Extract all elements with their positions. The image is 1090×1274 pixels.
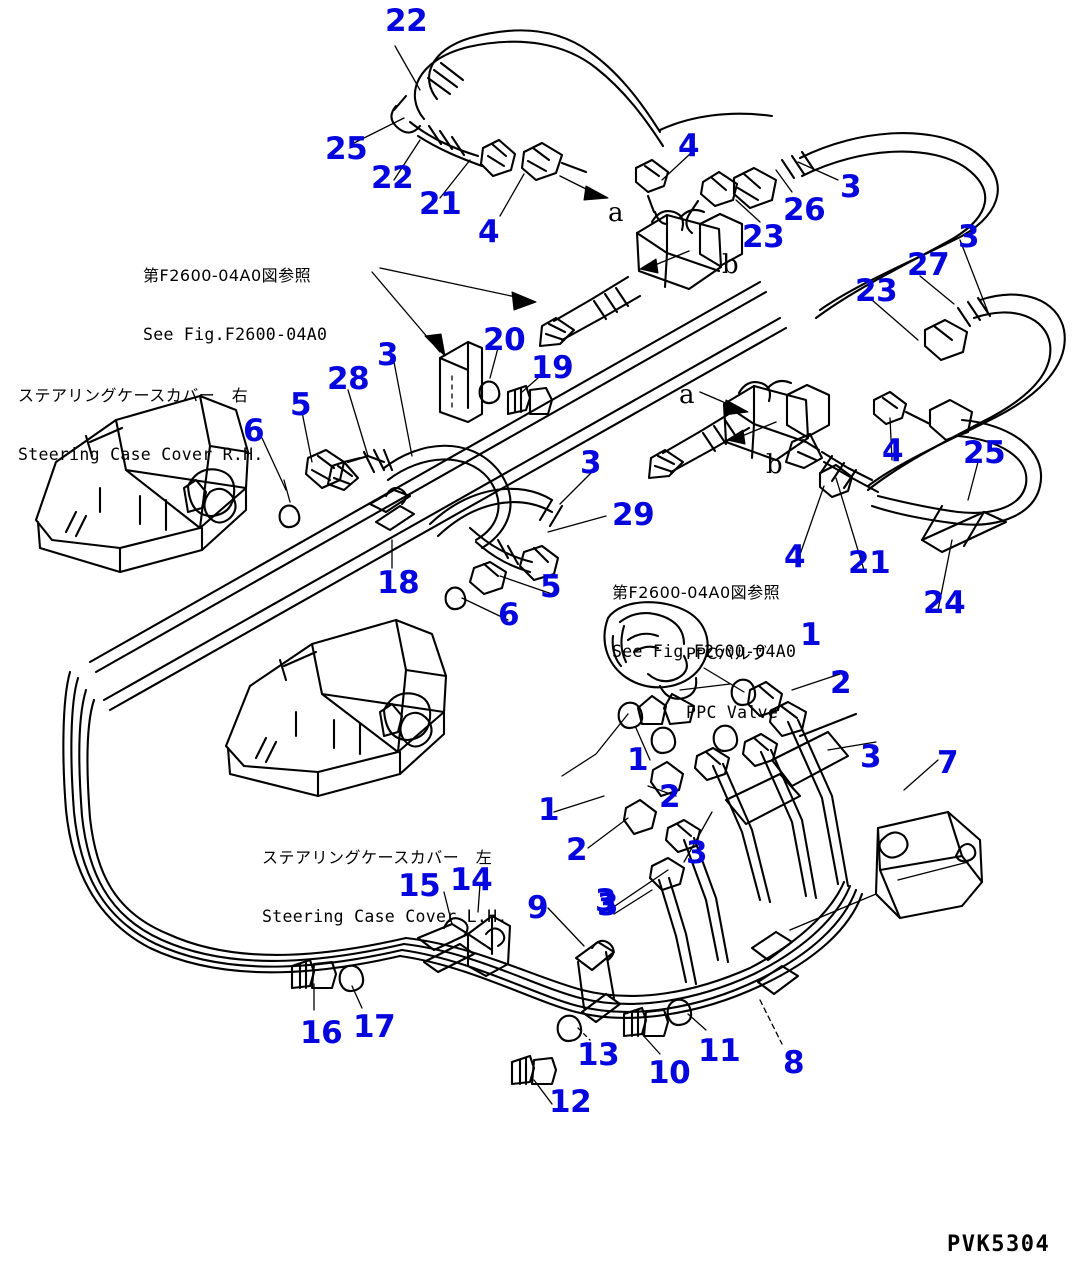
callout-number-3: 3: [958, 219, 980, 255]
reference-note-en: See Fig.F2600-04A0: [143, 324, 328, 344]
callout-number-9: 9: [527, 890, 549, 926]
steering-case-cover-rh-jp: ステアリングケースカバー 右: [18, 385, 249, 405]
label-ppc-valve: PPCバルブ PPC Valve: [686, 606, 778, 761]
port-label-b-lower: b: [766, 450, 783, 480]
callout-number-27: 27: [907, 247, 950, 283]
reference-note-see-fig-center-right: 第F2600-04A0図参照 See Fig.F2600-04A0: [612, 545, 796, 700]
callout-number-2: 2: [659, 779, 681, 815]
callout-number-25: 25: [963, 435, 1006, 471]
steering-case-cover-lh-jp: ステアリングケースカバー 左: [262, 847, 493, 867]
steering-case-cover-lh-en: Steering Case Cover L.H.: [262, 906, 508, 926]
callout-number-20: 20: [483, 322, 526, 358]
callout-number-1: 1: [800, 617, 822, 653]
callout-number-4: 4: [478, 214, 500, 250]
callout-number-3: 3: [686, 835, 708, 871]
callout-number-21: 21: [419, 186, 462, 222]
callout-number-19: 19: [531, 350, 574, 386]
ppc-valve-en: PPC Valve: [686, 702, 779, 722]
callout-number-3: 3: [860, 739, 882, 775]
callout-number-4: 4: [678, 128, 700, 164]
callout-number-13: 13: [577, 1037, 620, 1073]
callout-number-7: 7: [937, 745, 959, 781]
callout-number-22: 22: [371, 160, 414, 196]
callout-number-3: 3: [595, 883, 617, 919]
port-label-a-lower: a: [679, 380, 695, 410]
callout-number-14: 14: [450, 862, 493, 898]
label-steering-case-cover-rh: ステアリングケースカバー 右 Steering Case Cover R.H.: [18, 348, 264, 503]
callout-number-2: 2: [830, 665, 852, 701]
callout-number-25: 25: [325, 131, 368, 167]
callout-number-6: 6: [498, 597, 520, 633]
callout-number-29: 29: [612, 497, 655, 533]
callout-number-4: 4: [882, 433, 904, 469]
callout-number-5: 5: [540, 569, 562, 605]
callout-number-4: 4: [784, 539, 806, 575]
callout-number-18: 18: [377, 565, 420, 601]
reference-note-jp: 第F2600-04A0図参照: [143, 265, 312, 285]
callout-number-12: 12: [549, 1084, 592, 1120]
callout-number-6: 6: [243, 413, 265, 449]
callout-number-17: 17: [353, 1009, 396, 1045]
callout-number-26: 26: [783, 192, 826, 228]
callout-number-23: 23: [742, 219, 785, 255]
callout-number-10: 10: [648, 1055, 691, 1091]
callout-number-8: 8: [783, 1045, 805, 1081]
callout-number-11: 11: [698, 1033, 741, 1069]
callout-number-22: 22: [385, 3, 428, 39]
callout-number-5: 5: [290, 387, 312, 423]
reference-note-2-jp: 第F2600-04A0図参照: [612, 582, 781, 602]
callout-number-16: 16: [300, 1015, 343, 1051]
callout-number-1: 1: [538, 792, 560, 828]
callout-number-3: 3: [597, 887, 619, 923]
callout-number-24: 24: [923, 585, 966, 621]
port-label-a-upper: a: [608, 198, 624, 228]
ppc-valve-jp: PPCバルブ: [686, 643, 768, 663]
port-label-b-upper: b: [722, 250, 739, 280]
drawing-number: PVK5304: [947, 1232, 1051, 1257]
callout-number-23: 23: [855, 273, 898, 309]
callout-number-3: 3: [377, 337, 399, 373]
label-steering-case-cover-lh: ステアリングケースカバー 左 Steering Case Cover L.H.: [262, 810, 508, 965]
callout-number-15: 15: [398, 868, 441, 904]
callout-number-28: 28: [327, 361, 370, 397]
callout-number-3: 3: [580, 445, 602, 481]
reference-note-see-fig-upper-left: 第F2600-04A0図参照 See Fig.F2600-04A0: [143, 228, 327, 383]
callout-number-3: 3: [840, 169, 862, 205]
callout-number-21: 21: [848, 545, 891, 581]
steering-case-cover-rh-en: Steering Case Cover R.H.: [18, 444, 264, 464]
reference-note-2-en: See Fig.F2600-04A0: [612, 641, 797, 661]
callout-number-1: 1: [627, 742, 649, 778]
callout-number-2: 2: [566, 832, 588, 868]
